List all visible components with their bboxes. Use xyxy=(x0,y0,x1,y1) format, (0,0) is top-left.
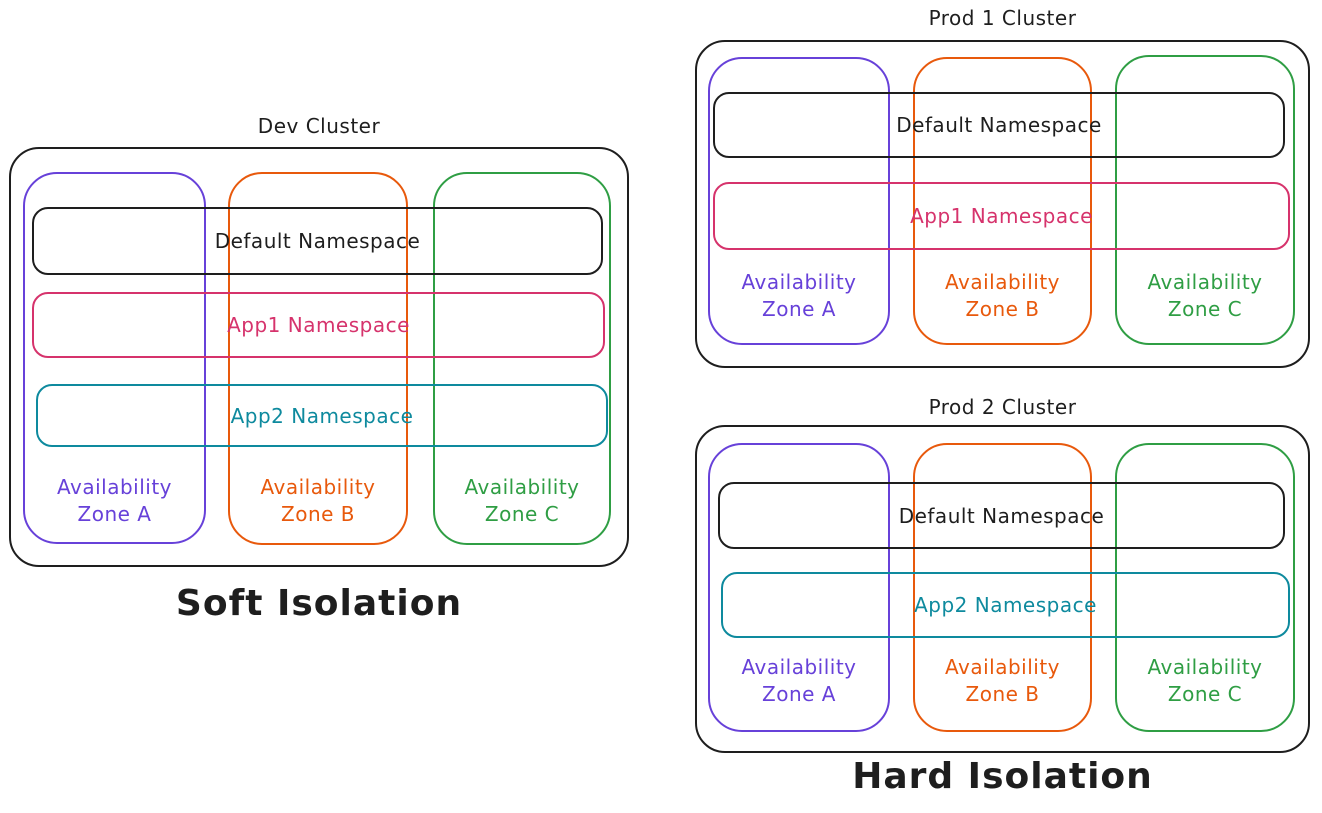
namespace-box-dev-app2: App2 Namespace xyxy=(36,384,608,447)
namespace-label-prod1-app1: App1 Namespace xyxy=(910,204,1093,228)
namespace-label-prod1-default: Default Namespace xyxy=(896,113,1102,137)
zone-box-prod1-b xyxy=(913,57,1092,345)
zone-box-prod1-a xyxy=(708,57,890,345)
zone-box-dev-c xyxy=(433,172,611,545)
cluster-box-prod1 xyxy=(695,40,1310,368)
zone-box-prod2-c xyxy=(1115,443,1295,732)
namespace-box-prod2-app2: App2 Namespace xyxy=(721,572,1290,638)
caption-hard-isolation: Hard Isolation xyxy=(852,756,1153,797)
cluster-title-prod1: Prod 1 Cluster xyxy=(928,6,1077,30)
namespace-box-prod2-default: Default Namespace xyxy=(718,482,1285,549)
namespace-label-prod2-app2: App2 Namespace xyxy=(914,593,1097,617)
zone-box-prod2-a xyxy=(708,443,890,732)
namespace-label-dev-app1: App1 Namespace xyxy=(227,313,410,337)
zone-box-dev-b xyxy=(228,172,408,545)
caption-soft-isolation: Soft Isolation xyxy=(175,583,463,624)
namespace-label-dev-app2: App2 Namespace xyxy=(230,403,414,428)
zone-box-prod2-b xyxy=(913,443,1092,732)
cluster-title-prod2: Prod 2 Cluster xyxy=(928,395,1077,419)
cluster-box-dev xyxy=(9,147,629,567)
namespace-box-dev-app1: App1 Namespace xyxy=(32,292,605,358)
zone-box-prod1-c xyxy=(1115,55,1295,345)
cluster-box-prod2 xyxy=(695,425,1310,753)
namespace-box-prod1-default: Default Namespace xyxy=(713,92,1285,158)
cluster-title-dev: Dev Cluster xyxy=(257,114,381,138)
namespace-label-prod2-default: Default Namespace xyxy=(898,503,1105,528)
namespace-box-dev-default: Default Namespace xyxy=(32,207,603,275)
namespace-label-dev-default: Default Namespace xyxy=(214,229,421,253)
zone-box-dev-a xyxy=(23,172,206,544)
namespace-box-prod1-app1: App1 Namespace xyxy=(713,182,1290,250)
